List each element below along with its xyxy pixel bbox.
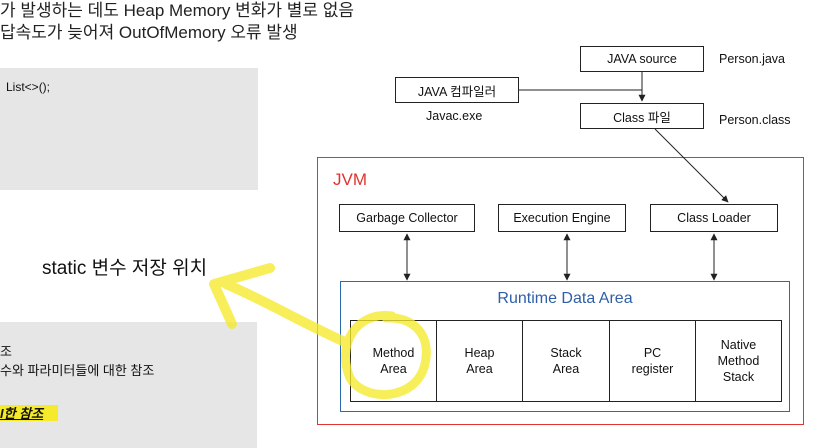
pc-register-cell: PC register <box>610 321 696 401</box>
ref-line-2: 수와 파라미터들에 대한 참조 <box>0 363 155 378</box>
class-file-box: Class 파일 <box>580 103 704 129</box>
java-compiler-box: JAVA 컴파일러 <box>395 77 519 103</box>
runtime-data-area <box>340 281 790 412</box>
class-loader-box: Class Loader <box>650 204 778 232</box>
stack-area-cell: Stack Area <box>523 321 610 401</box>
jvm-title: JVM <box>333 170 367 189</box>
person-class-label: Person.class <box>719 113 791 127</box>
runtime-title: Runtime Data Area <box>497 290 633 307</box>
ref-line-3: I한 참조 <box>0 406 44 421</box>
header-line-2: 답속도가 늦어져 OutOfMemory 오류 발생 <box>0 23 298 42</box>
highlight-circle <box>341 311 431 400</box>
java-source-box: JAVA source <box>580 46 704 72</box>
ref-line-1: 조 <box>0 344 12 359</box>
method-area-cell: Method Area <box>351 321 437 401</box>
execution-engine-box: Execution Engine <box>498 204 626 232</box>
heap-area-cell: Heap Area <box>437 321 523 401</box>
class-to-loader-arrow <box>654 128 729 203</box>
reference-block: 조 수와 파라미터들에 대한 참조 I한 참조 <box>0 322 257 448</box>
header-line-1: 가 발생하는 데도 Heap Memory 변화가 별로 없음 <box>0 1 355 20</box>
highlight-mark <box>0 405 58 421</box>
person-java-label: Person.java <box>719 52 786 66</box>
highlight-arrow-head <box>209 263 275 329</box>
highlight-arrow-shaft <box>221 279 350 347</box>
static-variable-label: static 변수 저장 위치 <box>42 258 208 279</box>
code-text: List<>(); <box>6 80 51 94</box>
garbage-collector-box: Garbage Collector <box>339 204 475 232</box>
javac-label: Javac.exe <box>426 109 483 123</box>
code-block: List<>(); <box>0 68 258 190</box>
jvm-container <box>317 157 804 425</box>
native-method-stack-cell: Native Method Stack <box>717 338 760 384</box>
